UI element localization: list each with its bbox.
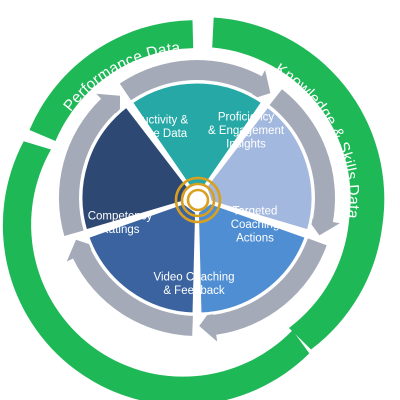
performance-data-band — [29, 20, 194, 142]
segment-3 — [195, 201, 308, 316]
segment-1 — [129, 80, 265, 188]
segments: Productivity &Pipeline DataProficiency& … — [79, 80, 315, 316]
cycle-arrow-3 — [199, 238, 327, 342]
target-ring-1 — [174, 176, 222, 224]
cycle-arrows — [58, 60, 340, 342]
target-ring-2 — [180, 182, 216, 218]
cycle-arrow-1 — [119, 60, 271, 101]
target-icon — [174, 176, 222, 224]
segment-4 — [86, 201, 199, 316]
target-center — [193, 195, 203, 205]
segment-4-label: Video Coaching& Feedback — [154, 271, 235, 297]
segment-2 — [204, 104, 315, 233]
cycle-arrow-5 — [58, 93, 120, 236]
observational-data-band — [2, 141, 310, 400]
target-ring-3 — [186, 188, 210, 212]
outer-ring — [2, 17, 385, 400]
segment-5 — [79, 104, 190, 233]
cycle-arrow-4 — [66, 239, 193, 336]
knowledge-skills-data-band — [212, 17, 385, 350]
cycle-arrow-2 — [269, 89, 340, 236]
